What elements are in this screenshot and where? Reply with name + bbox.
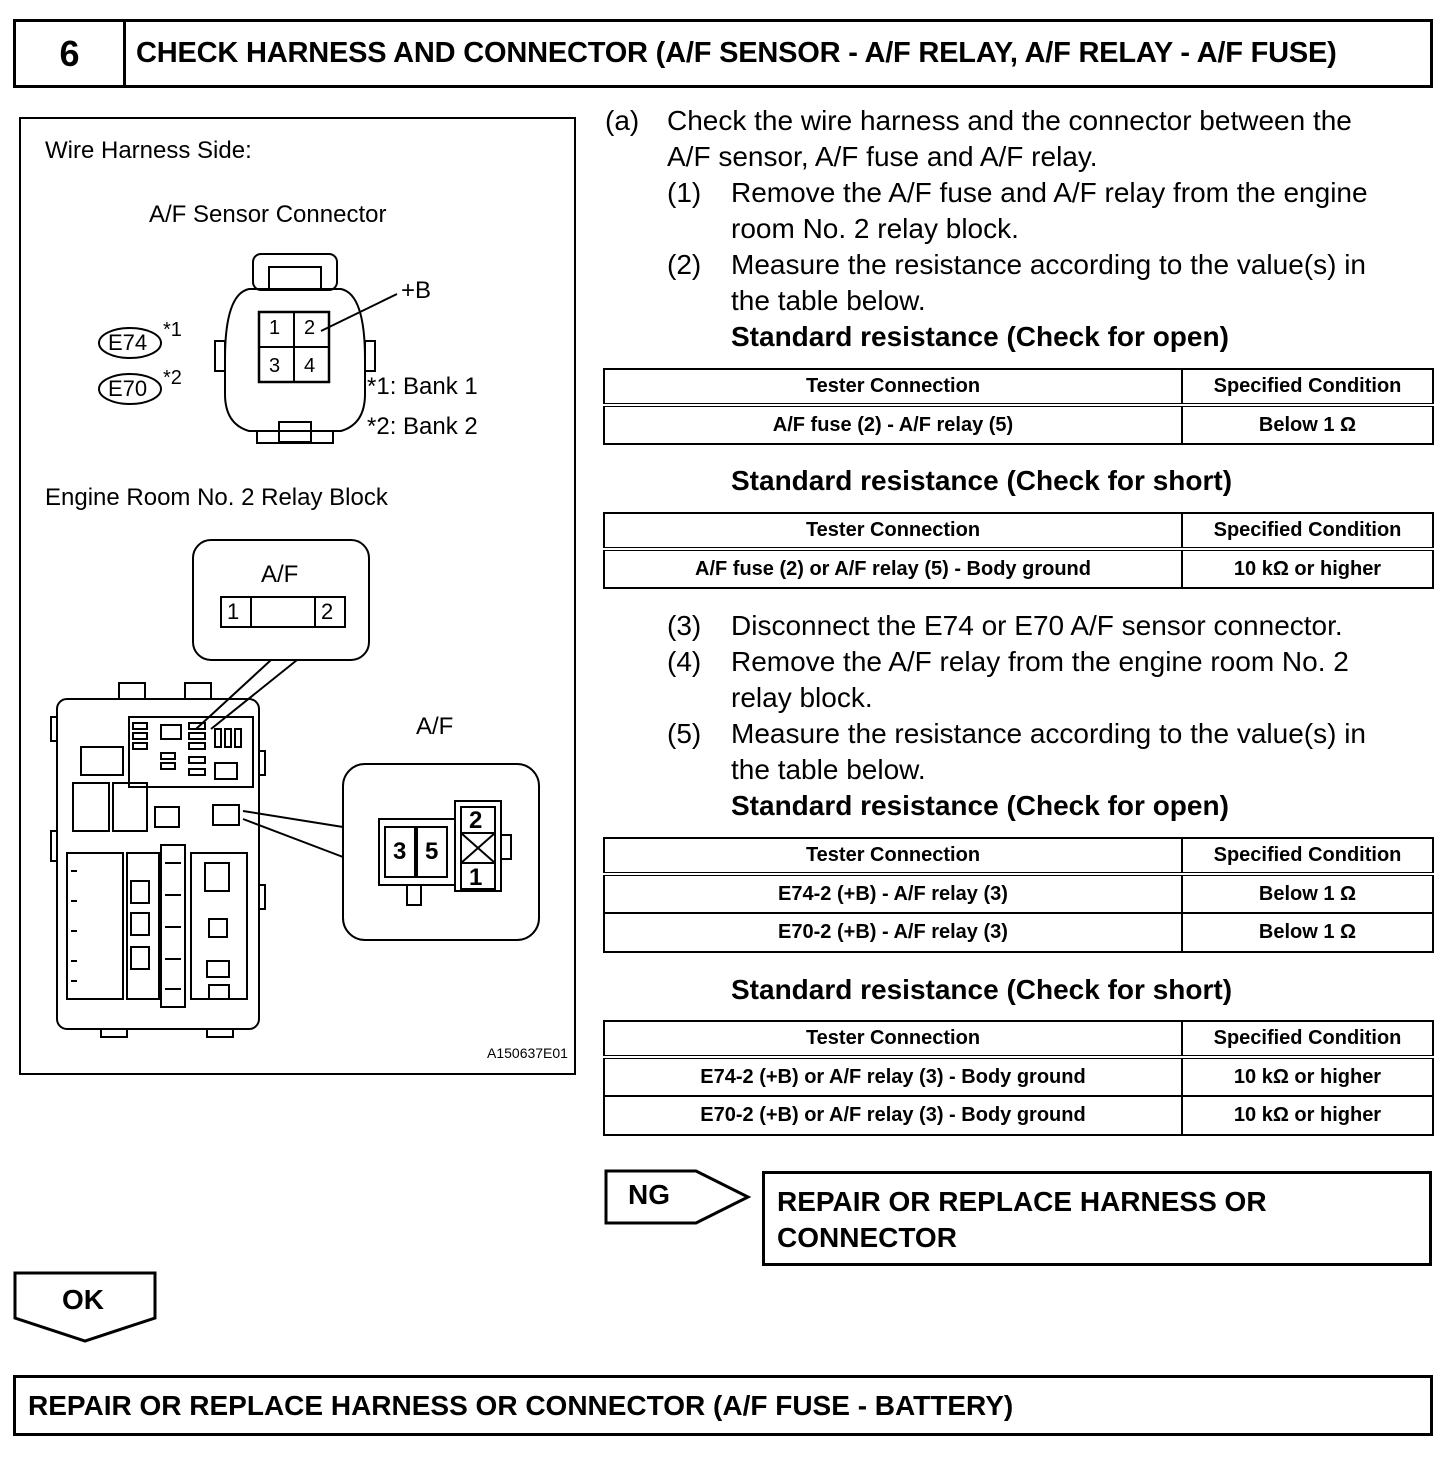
fuse-pin-2: 2	[321, 599, 334, 624]
specified-condition-cell: 10 kΩ or higher	[1181, 1095, 1434, 1136]
final-action-box: REPAIR OR REPLACE HARNESS OR CONNECTOR (…	[13, 1375, 1433, 1436]
ng-arrow-icon	[604, 1169, 752, 1225]
std-short-heading-1: Standard resistance (Check for short)	[731, 465, 1233, 496]
table-row: E70-2 (+B) or A/F relay (3) - Body groun…	[603, 1095, 1434, 1136]
tester-connection-cell: E74-2 (+B) or A/F relay (3) - Body groun…	[603, 1056, 1183, 1097]
ok-arrow-icon	[13, 1271, 157, 1343]
ng-label: NG	[628, 1179, 670, 1210]
pin-1: 1	[269, 317, 281, 339]
mark-2: *2	[163, 367, 182, 389]
step-2-line2: the table below.	[731, 285, 926, 316]
header-specified-condition: Specified Condition	[1181, 1020, 1434, 1059]
e74-label: E74	[108, 330, 148, 355]
tester-connection-cell: A/F fuse (2) - A/F relay (5)	[603, 404, 1183, 445]
table-short-2: Tester Connection Specified Condition E7…	[603, 1020, 1434, 1136]
figure-code: A150637E01	[487, 1045, 568, 1061]
fuse-pin-1: 1	[227, 599, 240, 624]
step-header: 6 CHECK HARNESS AND CONNECTOR (A/F SENSO…	[13, 19, 1433, 88]
table-row: A/F fuse (2) - A/F relay (5) Below 1 Ω	[603, 404, 1434, 445]
relay-pin-1: 1	[469, 864, 483, 891]
ng-action-line2: CONNECTOR	[777, 1222, 957, 1253]
table-header-row: Tester Connection Specified Condition	[603, 1020, 1434, 1059]
mark-1: *1	[163, 319, 182, 341]
step-1-line2: room No. 2 relay block.	[731, 213, 1019, 244]
relay-block-title: Engine Room No. 2 Relay Block	[45, 484, 388, 511]
step-3-line1: Disconnect the E74 or E70 A/F sensor con…	[731, 610, 1343, 641]
step-title: CHECK HARNESS AND CONNECTOR (A/F SENSOR …	[136, 37, 1337, 69]
step-4-line2: relay block.	[731, 682, 873, 713]
relay-pin-5: 5	[425, 838, 439, 865]
table-short-1: Tester Connection Specified Condition A/…	[603, 512, 1434, 589]
header-tester-connection: Tester Connection	[603, 368, 1183, 407]
connector-figure: Wire Harness Side: A/F Sensor Connector …	[19, 117, 576, 1075]
std-open-heading-2: Standard resistance (Check for open)	[731, 790, 1229, 821]
step-1-line1: Remove the A/F fuse and A/F relay from t…	[731, 177, 1368, 208]
pin-3: 3	[269, 355, 281, 377]
table-row: E74-2 (+B) - A/F relay (3) Below 1 Ω	[603, 873, 1434, 914]
step-3-label: (3)	[667, 610, 702, 641]
std-short-heading-2: Standard resistance (Check for short)	[731, 974, 1233, 1005]
header-tester-connection: Tester Connection	[603, 512, 1183, 551]
step-a-line1: Check the wire harness and the connector…	[667, 105, 1352, 136]
step-5-label: (5)	[667, 718, 702, 749]
pin-4: 4	[304, 355, 316, 377]
specified-condition-cell: 10 kΩ or higher	[1181, 548, 1434, 589]
step-a-line2: A/F sensor, A/F fuse and A/F relay.	[667, 141, 1098, 172]
e70-label: E70	[108, 376, 148, 401]
table-header-row: Tester Connection Specified Condition	[603, 368, 1434, 407]
specified-condition-cell: Below 1 Ω	[1181, 404, 1434, 445]
step-5-line1: Measure the resistance according to the …	[731, 718, 1366, 749]
std-open-heading-1: Standard resistance (Check for open)	[731, 321, 1229, 352]
step-1-label: (1)	[667, 177, 702, 208]
sensor-connector-shape	[214, 253, 398, 444]
header-specified-condition: Specified Condition	[1181, 837, 1434, 876]
table-row: A/F fuse (2) or A/F relay (5) - Body gro…	[603, 548, 1434, 589]
relay-pin-3: 3	[393, 838, 407, 865]
tester-connection-cell: A/F fuse (2) or A/F relay (5) - Body gro…	[603, 548, 1183, 589]
step-4-label: (4)	[667, 646, 702, 677]
relay-pin-2: 2	[469, 807, 483, 834]
ok-label: OK	[62, 1284, 104, 1315]
table-open-1: Tester Connection Specified Condition A/…	[603, 368, 1434, 445]
tester-connection-cell: E74-2 (+B) - A/F relay (3)	[603, 873, 1183, 914]
header-tester-connection: Tester Connection	[603, 837, 1183, 876]
header-tester-connection: Tester Connection	[603, 1020, 1183, 1059]
wire-harness-side-label: Wire Harness Side:	[45, 137, 252, 164]
specified-condition-cell: Below 1 Ω	[1181, 873, 1434, 914]
ng-action-box: REPAIR OR REPLACE HARNESS OR CONNECTOR	[762, 1171, 1432, 1266]
specified-condition-cell: 10 kΩ or higher	[1181, 1056, 1434, 1097]
step-a-label: (a)	[605, 105, 640, 136]
step-2-line1: Measure the resistance according to the …	[731, 249, 1366, 280]
tester-connection-cell: E70-2 (+B) - A/F relay (3)	[603, 912, 1183, 953]
step-4-line1: Remove the A/F relay from the engine roo…	[731, 646, 1349, 677]
relay-label: A/F	[416, 713, 454, 740]
header-specified-condition: Specified Condition	[1181, 368, 1434, 407]
pin-2: 2	[304, 317, 316, 339]
table-header-row: Tester Connection Specified Condition	[603, 837, 1434, 876]
sensor-connector-title: A/F Sensor Connector	[149, 201, 387, 228]
table-row: E70-2 (+B) - A/F relay (3) Below 1 Ω	[603, 912, 1434, 953]
bank-1-label: *1: Bank 1	[367, 373, 478, 400]
plus-b-label: +B	[401, 277, 432, 304]
table-open-2: Tester Connection Specified Condition E7…	[603, 837, 1434, 953]
step-number: 6	[16, 22, 126, 85]
header-specified-condition: Specified Condition	[1181, 512, 1434, 551]
specified-condition-cell: Below 1 Ω	[1181, 912, 1434, 953]
connector-diagram	[50, 253, 540, 1038]
ng-action-line1: REPAIR OR REPLACE HARNESS OR	[777, 1186, 1267, 1217]
step-2-label: (2)	[667, 249, 702, 280]
bank-2-label: *2: Bank 2	[367, 413, 478, 440]
tester-connection-cell: E70-2 (+B) or A/F relay (3) - Body groun…	[603, 1095, 1183, 1136]
table-row: E74-2 (+B) or A/F relay (3) - Body groun…	[603, 1056, 1434, 1097]
table-header-row: Tester Connection Specified Condition	[603, 512, 1434, 551]
fuse-label: A/F	[261, 561, 299, 588]
step-5-line2: the table below.	[731, 754, 926, 785]
